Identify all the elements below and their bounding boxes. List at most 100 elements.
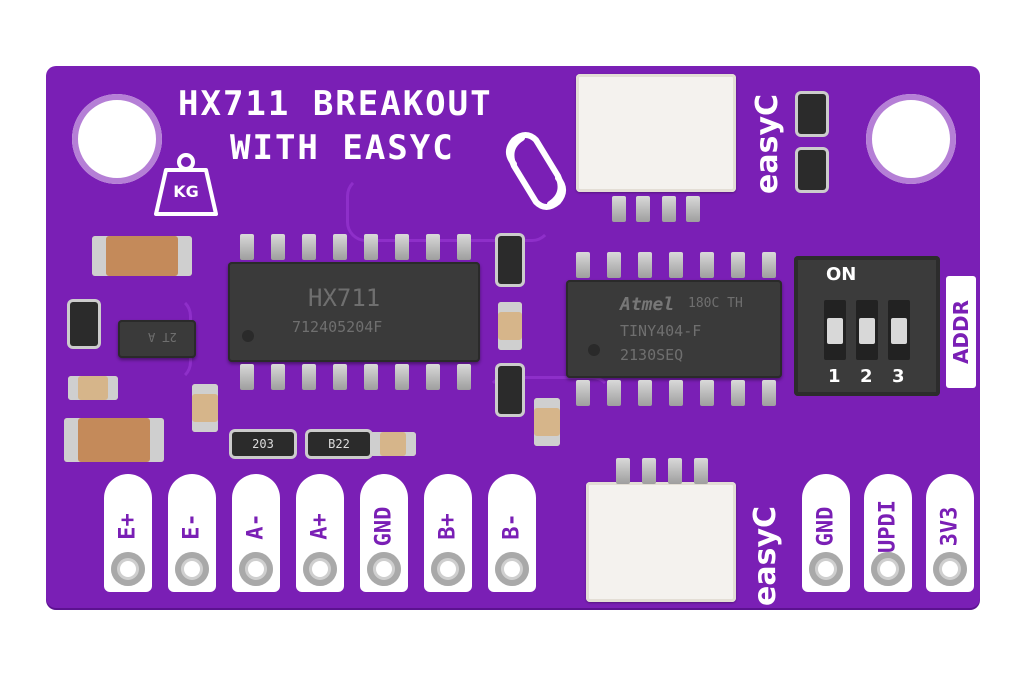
left-header-pad-hole[interactable]	[495, 552, 529, 586]
left-header-pad[interactable]: B+	[424, 474, 472, 592]
connector-pin	[616, 458, 630, 484]
left-header-pad[interactable]: B-	[488, 474, 536, 592]
addr-label-box: ADDR	[946, 276, 976, 388]
dip-switch-slot-1[interactable]	[824, 300, 846, 360]
easyc-connector-top	[576, 74, 736, 222]
chip-dot	[242, 330, 254, 342]
connector-pin	[642, 458, 656, 484]
mcu-pin	[762, 380, 776, 406]
left-header-pad[interactable]: E-	[168, 474, 216, 592]
left-header-pad-hole[interactable]	[431, 552, 465, 586]
dip-switch-on-label: ON	[826, 264, 857, 285]
hx711-pin	[457, 234, 471, 260]
left-header-pad-hole[interactable]	[175, 552, 209, 586]
dip-switch-number-3: 3	[892, 366, 905, 387]
board-title: HX711 BREAKOUT WITH EASYC	[178, 82, 493, 170]
hx711-pin	[364, 364, 378, 390]
mounting-hole-right	[866, 94, 956, 184]
mcu-pin	[638, 380, 652, 406]
hx711-pin	[395, 364, 409, 390]
hx711-pin	[240, 234, 254, 260]
connector-pin	[662, 196, 676, 222]
left-header-pad[interactable]: A+	[296, 474, 344, 592]
mcu-pin	[607, 252, 621, 278]
hx711-pin	[240, 364, 254, 390]
mcu-pin	[638, 252, 652, 278]
dip-switch-slot-2[interactable]	[856, 300, 878, 360]
resistor-r2-code: B22	[328, 437, 350, 451]
resistor-r5	[498, 236, 522, 284]
right-header-pad-hole[interactable]	[809, 552, 843, 586]
right-header-pad[interactable]: GND	[802, 474, 850, 592]
hx711-pin	[457, 364, 471, 390]
capacitor-large-top	[92, 236, 192, 276]
left-header-pad[interactable]: A-	[232, 474, 280, 592]
dip-switch[interactable]: ON 1 2 3	[794, 256, 940, 396]
mounting-hole-left	[72, 94, 162, 184]
dip-switch-number-1: 1	[828, 366, 841, 387]
connector-pin	[686, 196, 700, 222]
hx711-pin	[333, 364, 347, 390]
hx711-pin	[271, 364, 285, 390]
mcu-pin	[607, 380, 621, 406]
resistor-r1-code: 203	[252, 437, 274, 451]
left-header-pad-hole[interactable]	[303, 552, 337, 586]
hx711-pin	[426, 364, 440, 390]
connector-pin	[636, 196, 650, 222]
board-title-line1: HX711 BREAKOUT	[178, 84, 493, 124]
dip-switch-knob[interactable]	[891, 318, 907, 344]
easyc-connector-bottom	[586, 458, 736, 602]
mcu-chip-brand: Atmel	[620, 294, 675, 315]
hx711-chip: HX711 712405204F	[228, 262, 480, 362]
board-title-line2: WITH EASYC	[230, 128, 455, 168]
dip-switch-number-2: 2	[860, 366, 873, 387]
hx711-pin	[395, 234, 409, 260]
hx711-pin	[302, 364, 316, 390]
easyc-logo-icon	[502, 128, 570, 214]
right-header-pad[interactable]: UPDI	[864, 474, 912, 592]
left-header-pad-hole[interactable]	[111, 552, 145, 586]
left-header-pad-hole[interactable]	[239, 552, 273, 586]
trace	[346, 176, 552, 242]
mcu-chip-lot: 2130SEQ	[620, 346, 684, 364]
dip-switch-slot-3[interactable]	[888, 300, 910, 360]
resistor-left	[70, 302, 98, 346]
addr-label: ADDR	[949, 299, 973, 365]
mcu-pin	[731, 380, 745, 406]
left-header-pad-hole[interactable]	[367, 552, 401, 586]
mcu-pin	[731, 252, 745, 278]
dip-switch-knob[interactable]	[827, 318, 843, 344]
mcu-pin	[576, 380, 590, 406]
resistor-r6	[498, 366, 522, 414]
left-header-pad[interactable]: GND	[360, 474, 408, 592]
right-header-pad-hole[interactable]	[871, 552, 905, 586]
capacitor-small	[68, 376, 118, 400]
hx711-pin	[271, 234, 285, 260]
connector-pin	[668, 458, 682, 484]
pcb-board: HX711 BREAKOUT WITH EASYC KG easyC HX711…	[46, 66, 980, 608]
right-header-pad-hole[interactable]	[933, 552, 967, 586]
transistor: 2T A	[118, 320, 196, 358]
resistor-r3	[798, 94, 826, 134]
capacitor-bottom	[370, 432, 416, 456]
mcu-pin	[669, 380, 683, 406]
connector-pin	[694, 458, 708, 484]
mcu-pin	[762, 252, 776, 278]
hx711-pin	[333, 234, 347, 260]
mcu-pin	[576, 252, 590, 278]
chip-dot	[588, 344, 600, 356]
capacitor-mid-left	[192, 384, 218, 432]
mcu-chip-model: TINY404-F	[620, 322, 702, 340]
hx711-chip-name: HX711	[308, 284, 381, 312]
dip-switch-knob[interactable]	[859, 318, 875, 344]
resistor-r1: 203	[232, 432, 294, 456]
hx711-pin	[426, 234, 440, 260]
hx711-chip-code: 712405204F	[292, 318, 383, 336]
resistor-r4	[798, 150, 826, 190]
right-header-pad[interactable]: 3V3	[926, 474, 974, 592]
mcu-chip: Atmel 180C TH TINY404-F 2130SEQ	[566, 280, 782, 378]
mcu-pin	[700, 380, 714, 406]
left-header-pad[interactable]: E+	[104, 474, 152, 592]
weight-icon: KG	[150, 148, 222, 220]
capacitor-mid	[498, 302, 522, 350]
